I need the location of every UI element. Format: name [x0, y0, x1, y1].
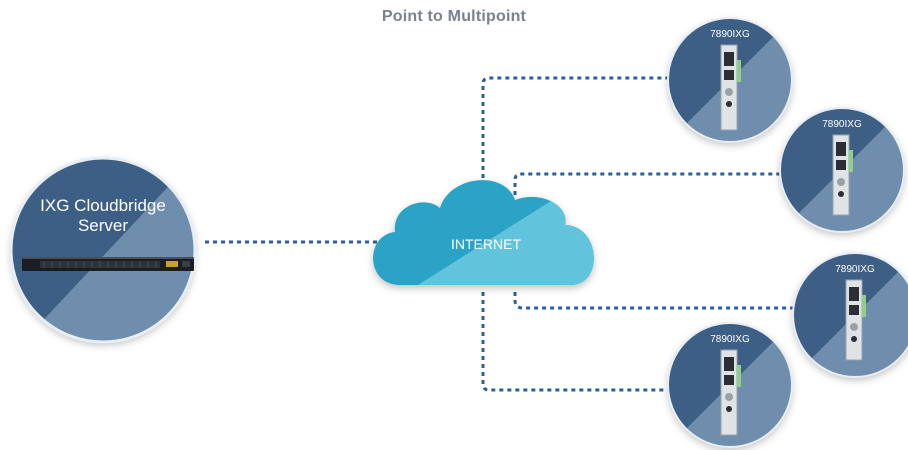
- server-label-line1: IXG Cloudbridge: [40, 196, 166, 215]
- ixg-module-image: [720, 44, 741, 131]
- device-label: 7890IXG: [710, 29, 750, 40]
- ixg-module-image: [720, 349, 741, 436]
- server-node: IXG Cloudbridge Server: [9, 156, 197, 344]
- device-node: 7890IXG: [779, 107, 905, 233]
- diagram-title: Point to Multipoint: [381, 8, 527, 25]
- device-node: 7890IXG: [792, 252, 908, 378]
- connector-internet-device-3: [513, 292, 794, 310]
- internet-label: INTERNET: [451, 236, 521, 252]
- ixg-module-image: [845, 279, 866, 361]
- connector-internet-device-1: [481, 76, 669, 178]
- device-label: 7890IXG: [710, 334, 750, 345]
- device-label: 7890IXG: [822, 119, 862, 130]
- ixg-module-image: [832, 134, 853, 216]
- device-node: 7890IXG: [667, 322, 793, 448]
- device-label: 7890IXG: [835, 264, 875, 275]
- internet-cloud: INTERNET: [373, 180, 594, 285]
- server-label-line2: Server: [78, 216, 128, 235]
- connectors: [205, 76, 794, 392]
- rack-server-image: [22, 257, 194, 271]
- connector-internet-device-2: [513, 172, 781, 195]
- connector-internet-device-4: [481, 292, 669, 392]
- device-node: 7890IXG: [667, 17, 793, 143]
